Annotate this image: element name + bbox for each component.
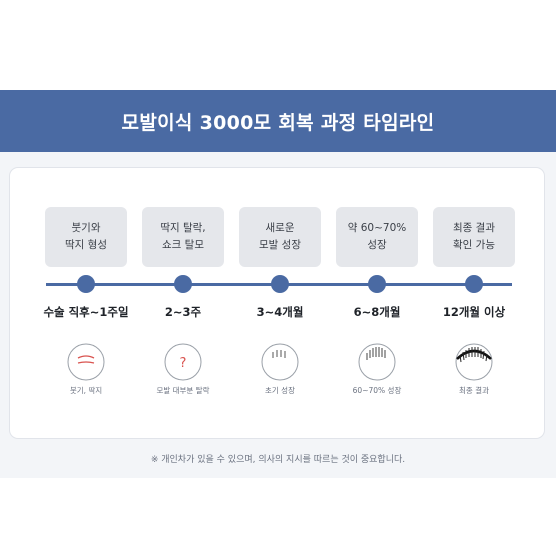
title-banner: 모발이식 3000모 회복 과정 타임라인 [0, 90, 556, 152]
timeline-card: 붓기와 딱지 형성 수술 직후~1주일 붓기, 딱지 딱지 탈락, 쇼크 탈모 … [9, 167, 545, 439]
stage-time-label: 3~4개월 [256, 305, 304, 319]
medium-hair-icon [357, 342, 397, 382]
question-mark-icon: ? [163, 342, 203, 382]
icon-caption: 60~70% 성장 [352, 386, 402, 395]
icon-caption: 모발 대부분 탈락 [156, 386, 210, 395]
timeline-dot [465, 275, 483, 293]
stage-description-box: 약 60~70% 성장 [336, 207, 418, 267]
stage-description: 붓기와 딱지 형성 [65, 222, 107, 251]
timeline-dot [271, 275, 289, 293]
footnote: ※ 개인차가 있을 수 있으며, 의사의 지시를 따르는 것이 중요합니다. [150, 455, 406, 465]
stage-description: 딱지 탈락, 쇼크 탈모 [160, 222, 206, 251]
stage-description: 새로운 모발 성장 [259, 222, 301, 251]
icon-caption: 최종 결과 [459, 386, 489, 395]
timeline-dot [77, 275, 95, 293]
stage-months6-8: 약 60~70% 성장 6~8개월 60~70% 성장 [322, 168, 432, 440]
timeline-dot [174, 275, 192, 293]
icon-caption: 초기 성장 [265, 386, 295, 395]
full-hair-icon [454, 342, 494, 382]
sparse-hair-icon [260, 342, 300, 382]
svg-text:?: ? [180, 356, 187, 371]
stage-description-box: 새로운 모발 성장 [239, 207, 321, 267]
stage-description-box: 최종 결과 확인 가능 [433, 207, 515, 267]
stage-time-label: 6~8개월 [353, 305, 401, 319]
stage-months3-4: 새로운 모발 성장 3~4개월 초기 성장 [225, 168, 335, 440]
stage-months12: 최종 결과 확인 가능 12개월 이상 [419, 168, 529, 440]
stage-time-label: 12개월 이상 [442, 305, 506, 319]
icon-caption: 붓기, 딱지 [69, 386, 103, 395]
stage-description: 약 60~70% 성장 [347, 222, 407, 251]
stage-description-box: 붓기와 딱지 형성 [45, 207, 127, 267]
page-title: 모발이식 3000모 회복 과정 타임라인 [121, 111, 435, 134]
stage-time-label: 2~3주 [164, 305, 202, 319]
stage-description-box: 딱지 탈락, 쇼크 탈모 [142, 207, 224, 267]
stage-weeks2-3: 딱지 탈락, 쇼크 탈모 2~3주 ? 모발 대부분 탈락 [128, 168, 238, 440]
stage-description: 최종 결과 확인 가능 [453, 222, 495, 251]
swelling-face-icon [66, 342, 106, 382]
stage-time-label: 수술 직후~1주일 [43, 305, 129, 319]
timeline-dot [368, 275, 386, 293]
stage-week1: 붓기와 딱지 형성 수술 직후~1주일 붓기, 딱지 [31, 168, 141, 440]
